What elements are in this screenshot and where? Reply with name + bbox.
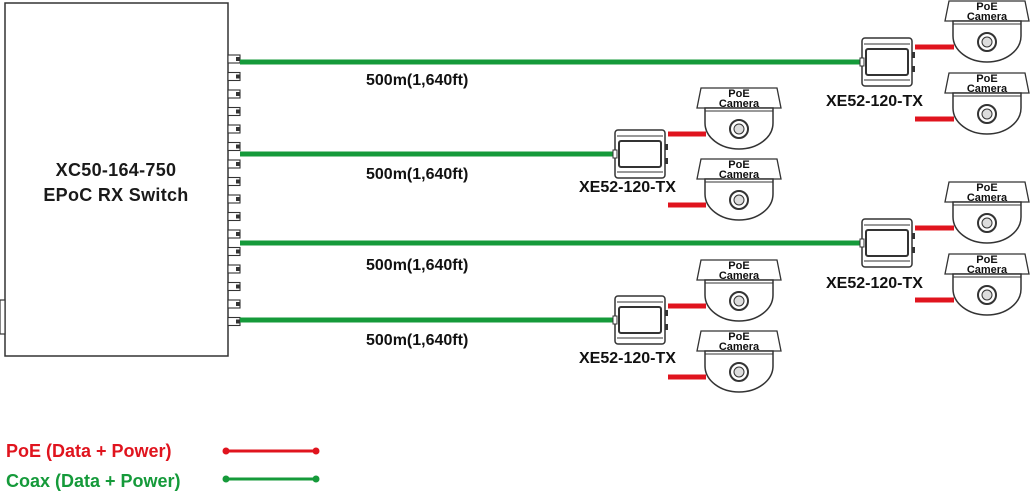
link-4-distance: 500m(1,640ft) (366, 332, 469, 349)
switch-port (227, 246, 241, 257)
camera-label-line1: PoE (976, 1, 997, 13)
link-4-transmitter-label: XE52-120-TX (579, 350, 676, 367)
transmitter-coax-port (612, 315, 618, 325)
camera-label-plate (696, 330, 782, 352)
switch-port (227, 194, 241, 204)
camera-label-plate (696, 87, 782, 109)
camera-label-line2: Camera (967, 83, 1008, 95)
link-1-distance: 500m(1,640ft) (366, 72, 469, 89)
camera-label-plate (696, 158, 782, 180)
switch-model-label: XC50-164-750 (55, 160, 177, 180)
camera-label-plate (944, 181, 1030, 203)
switch-port (227, 229, 241, 239)
transmitter-panel (618, 306, 662, 334)
switch-port (227, 176, 241, 187)
switch-port (227, 141, 241, 152)
legend-lines (222, 447, 320, 483)
switch-port (227, 211, 241, 222)
xe52-transmitter (612, 129, 668, 179)
camera-label-line2: Camera (967, 264, 1008, 276)
camera-label-line1: PoE (728, 331, 749, 343)
transmitter-poe-port (912, 247, 915, 253)
transmitter-panel (865, 48, 909, 76)
switch-body (4, 2, 229, 357)
link-2-transmitter-label: XE52-120-TX (579, 179, 676, 196)
camera-label-line1: PoE (976, 73, 997, 85)
switch-port (227, 71, 241, 82)
camera-label-plate (944, 253, 1030, 275)
camera-label-line2: Camera (967, 11, 1008, 23)
camera-label-line1: PoE (976, 254, 997, 266)
camera-label-line1: PoE (728, 88, 749, 100)
legend-coax-line (222, 475, 320, 483)
camera-label-line2: Camera (719, 169, 760, 181)
switch-port (227, 106, 241, 117)
xe52-transmitter (859, 37, 915, 87)
camera-label-line2: Camera (719, 98, 760, 110)
device-layer: PoECameraPoECameraPoECameraPoECameraPoEC… (612, 0, 1030, 393)
camera-label-line1: PoE (976, 182, 997, 194)
legend-poe-label: PoE (Data + Power) (6, 441, 172, 461)
link-2-distance: 500m(1,640ft) (366, 166, 469, 183)
switch-port (227, 299, 241, 309)
switch-port (227, 264, 241, 274)
camera-label-line2: Camera (967, 192, 1008, 204)
switch-name-label: EPoC RX Switch (43, 185, 189, 205)
transmitter-coax-port (859, 57, 865, 67)
transmitter-poe-port (912, 233, 915, 239)
camera-label-plate (944, 0, 1030, 22)
epoc-rx-switch (0, 2, 241, 357)
switch-port (227, 316, 241, 327)
transmitter-poe-port (912, 52, 915, 58)
legend-poe-line (222, 447, 320, 455)
camera-label-plate (696, 259, 782, 281)
camera-label-line2: Camera (719, 341, 760, 353)
xe52-transmitter (859, 218, 915, 268)
transmitter-coax-port (612, 149, 618, 159)
link-1-transmitter-label: XE52-120-TX (826, 93, 923, 110)
switch-port (227, 89, 241, 99)
link-3-distance: 500m(1,640ft) (366, 257, 469, 274)
camera-label-line1: PoE (728, 260, 749, 272)
cable-layer (240, 44, 954, 380)
transmitter-poe-port (665, 144, 668, 150)
switch-port (227, 281, 241, 292)
xe52-transmitter (612, 295, 668, 345)
switch-port (227, 54, 241, 64)
transmitter-poe-port (665, 158, 668, 164)
camera-label-line2: Camera (719, 270, 760, 282)
transmitter-poe-port (665, 310, 668, 316)
camera-label-line1: PoE (728, 159, 749, 171)
switch-port (227, 159, 241, 169)
switch-side-bracket (0, 299, 6, 335)
transmitter-poe-port (665, 324, 668, 330)
transmitter-panel (618, 140, 662, 168)
switch-port (227, 124, 241, 134)
legend-coax-label: Coax (Data + Power) (6, 471, 181, 491)
transmitter-poe-port (912, 66, 915, 72)
transmitter-coax-port (859, 238, 865, 248)
camera-label-plate (944, 72, 1030, 94)
transmitter-panel (865, 229, 909, 257)
link-3-transmitter-label: XE52-120-TX (826, 275, 923, 292)
